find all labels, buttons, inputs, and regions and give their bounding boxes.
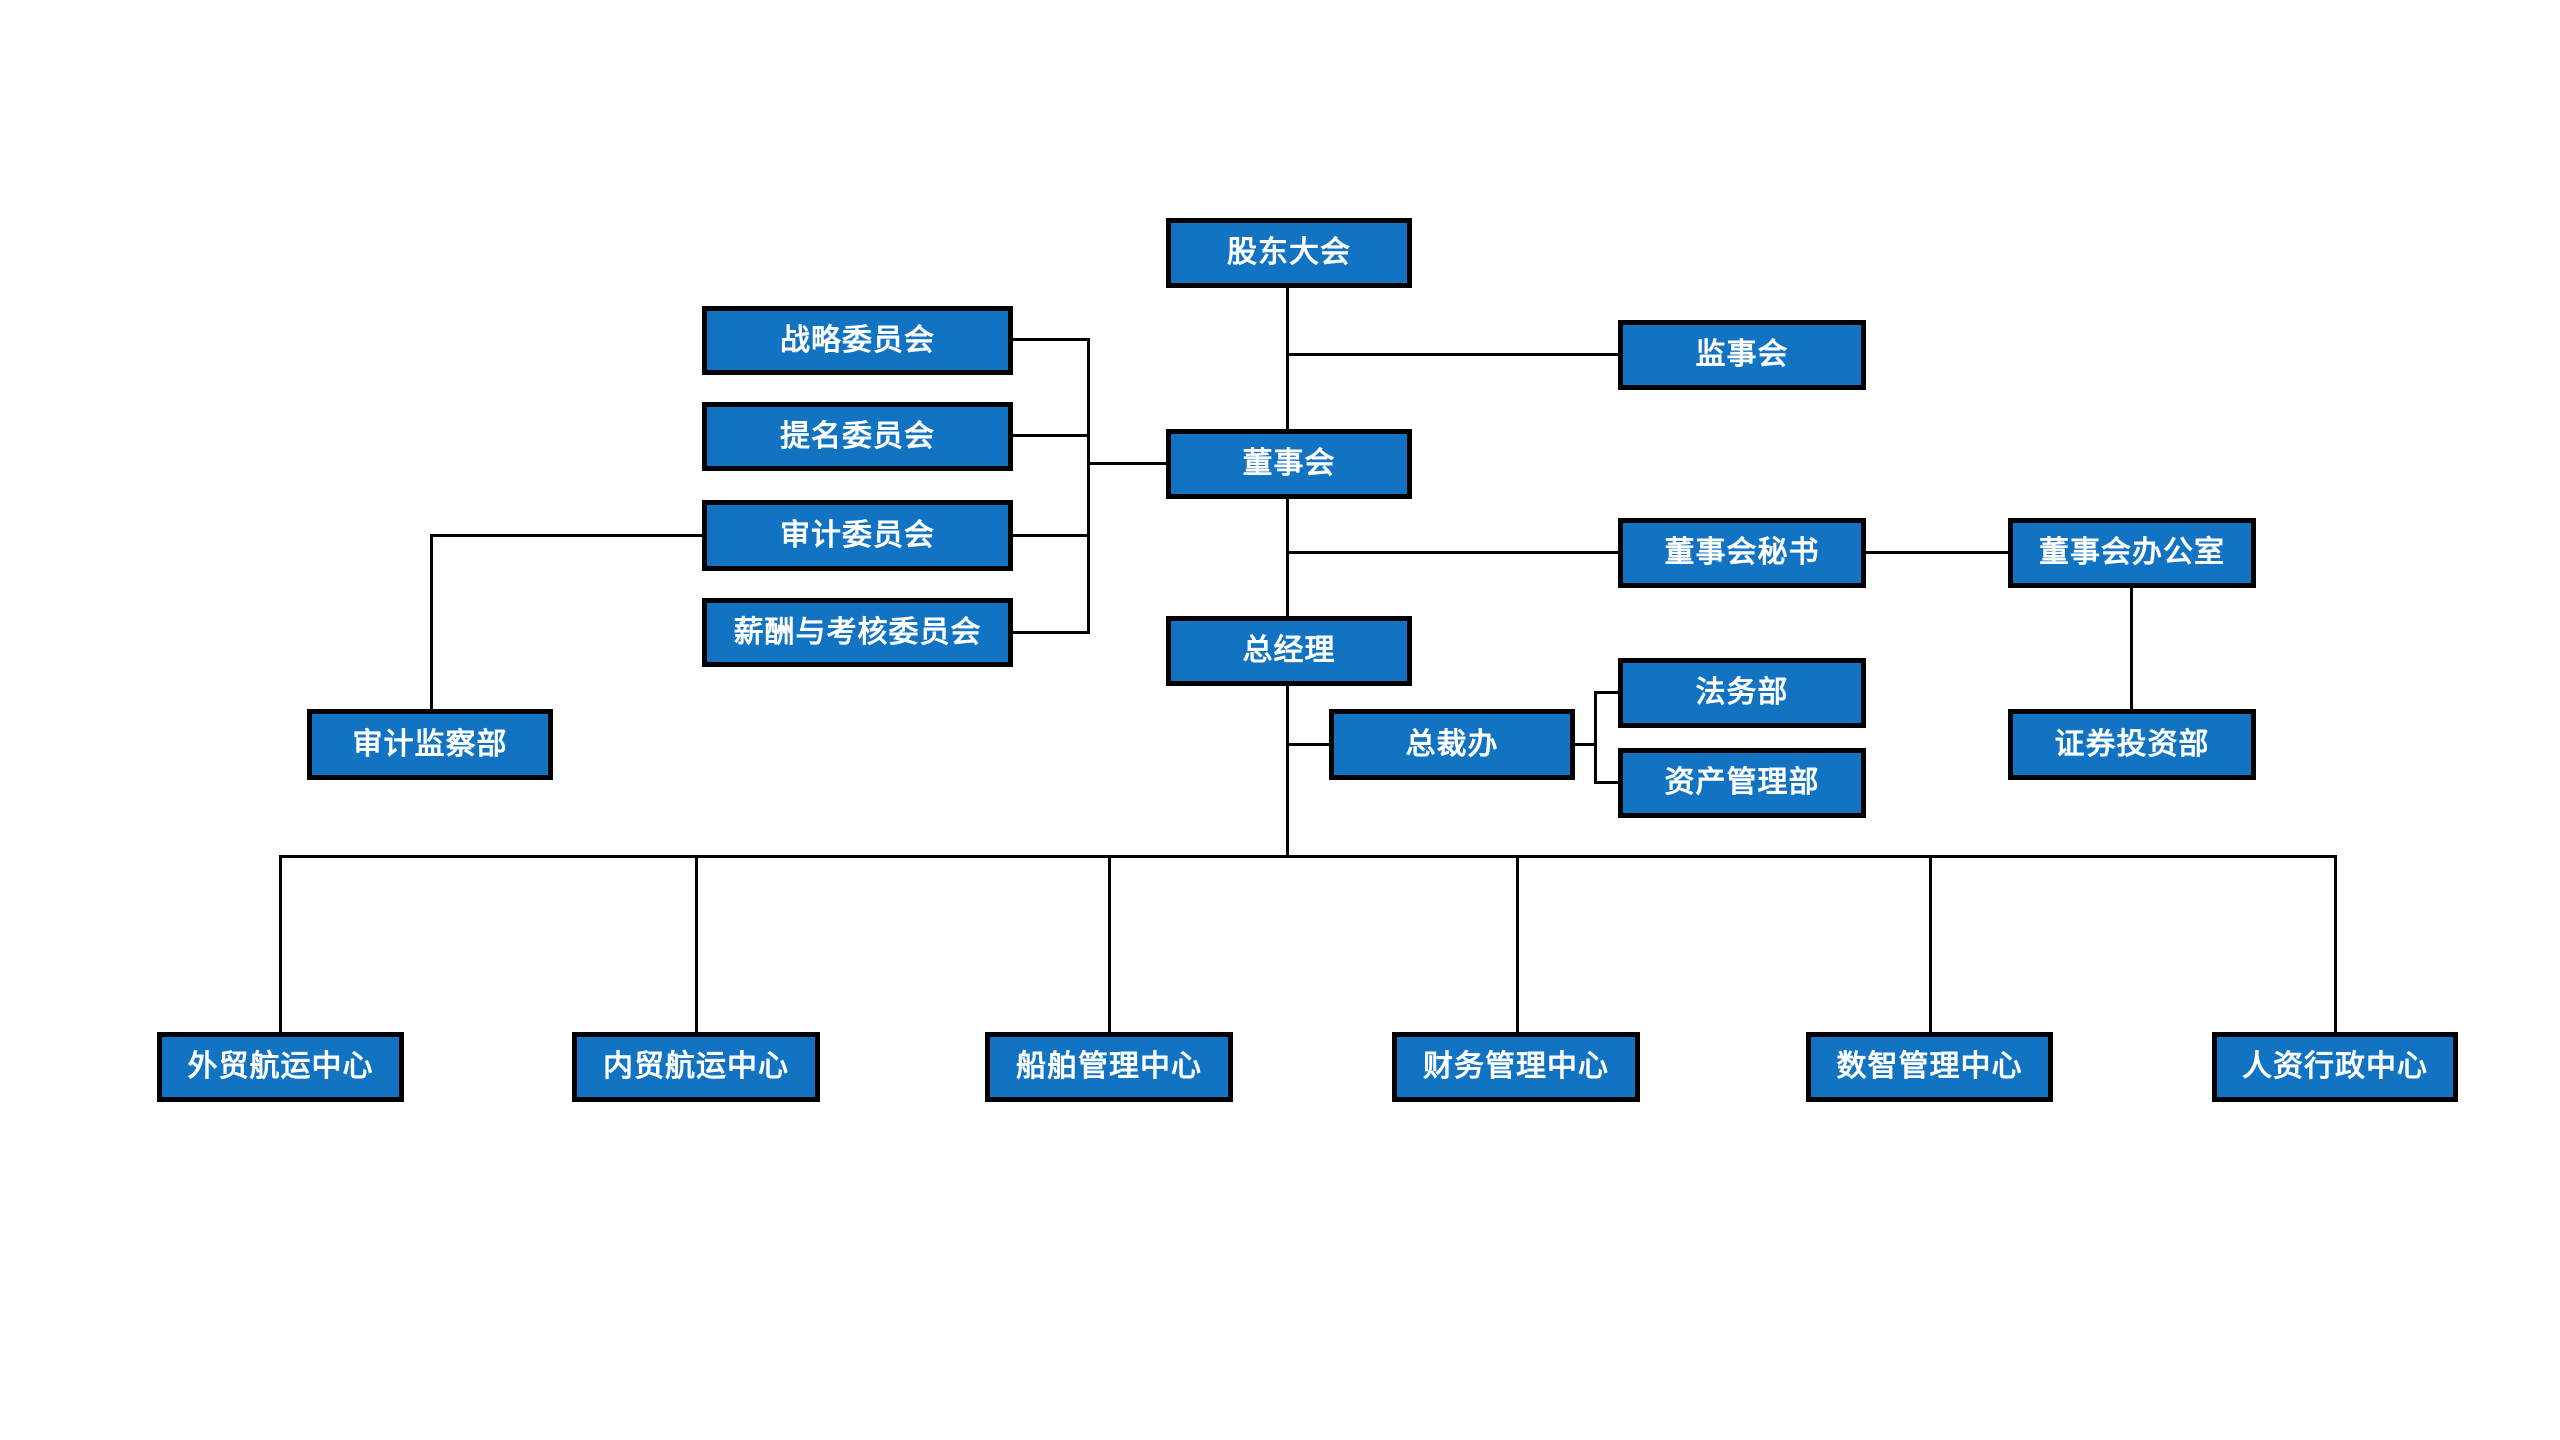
node-domestic-trade-label: 内贸航运中心	[603, 1050, 789, 1083]
node-legal-label: 法务部	[1695, 676, 1789, 709]
node-general-manager: 总经理	[1166, 616, 1412, 686]
connector-drop-digital	[1929, 855, 1932, 1034]
connector-gm-president-office	[1287, 743, 1331, 746]
node-board-secretary-label: 董事会秘书	[1664, 536, 1820, 569]
connector-president-bracket	[1573, 743, 1597, 746]
node-compensation-label: 薪酬与考核委员会	[733, 615, 982, 649]
node-nomination-label: 提名委员会	[780, 419, 935, 453]
connector-nomination	[1010, 434, 1090, 437]
connector-audit-committee	[1010, 534, 1090, 537]
connector-bracket-asset	[1594, 781, 1620, 784]
node-asset-management-label: 资产管理部	[1664, 766, 1820, 799]
node-strategy: 战略委员会	[702, 306, 1013, 375]
node-asset-management: 资产管理部	[1618, 748, 1866, 818]
node-audit-committee-label: 审计委员会	[780, 518, 935, 552]
node-securities: 证券投资部	[2008, 709, 2256, 780]
node-domestic-trade: 内贸航运中心	[572, 1032, 820, 1102]
connector-audit-left	[430, 534, 705, 537]
connector-drop-ship-management	[1108, 855, 1111, 1034]
node-foreign-trade-label: 外贸航运中心	[187, 1050, 374, 1083]
connector-board-gm	[1286, 497, 1289, 618]
node-audit-supervision-label: 审计监察部	[352, 727, 508, 761]
node-board-office-label: 董事会办公室	[2039, 536, 2225, 569]
node-legal: 法务部	[1618, 658, 1866, 728]
connector-board-secretary	[1287, 551, 1618, 554]
connector-shareholders-board	[1286, 285, 1289, 431]
connector-strategy	[1010, 338, 1090, 341]
connector-committees-board	[1087, 462, 1166, 465]
node-ship-management-label: 船舶管理中心	[1016, 1050, 1202, 1083]
node-board: 董事会	[1166, 429, 1412, 499]
node-foreign-trade: 外贸航运中心	[157, 1032, 404, 1102]
node-finance-label: 财务管理中心	[1423, 1050, 1609, 1083]
connector-drop-finance	[1516, 855, 1519, 1034]
node-digital: 数智管理中心	[1806, 1032, 2053, 1102]
connector-drop-foreign-trade	[279, 855, 282, 1034]
node-shareholders-label: 股东大会	[1227, 236, 1351, 269]
node-board-secretary: 董事会秘书	[1618, 518, 1866, 588]
node-hr-admin-label: 人资行政中心	[2242, 1050, 2428, 1083]
node-securities-label: 证券投资部	[2054, 727, 2210, 761]
node-board-label: 董事会	[1242, 447, 1336, 480]
node-president-office: 总裁办	[1329, 709, 1575, 780]
connector-supervisory	[1287, 353, 1618, 356]
node-general-manager-label: 总经理	[1242, 634, 1336, 667]
node-supervisory: 监事会	[1618, 320, 1866, 390]
connector-bracket-vertical	[1594, 691, 1597, 784]
node-finance: 财务管理中心	[1392, 1032, 1640, 1102]
node-strategy-label: 战略委员会	[780, 323, 935, 357]
connector-bus	[279, 855, 2337, 858]
connector-drop-hr-admin	[2334, 855, 2337, 1034]
connector-drop-domestic-trade	[695, 855, 698, 1034]
connector-committees-vertical	[1087, 338, 1090, 634]
node-digital-label: 数智管理中心	[1836, 1050, 2023, 1083]
node-president-office-label: 总裁办	[1405, 727, 1499, 761]
connector-gm-bus	[1286, 684, 1289, 857]
node-compensation: 薪酬与考核委员会	[702, 598, 1013, 667]
node-shareholders: 股东大会	[1166, 218, 1412, 288]
node-hr-admin: 人资行政中心	[2212, 1032, 2458, 1102]
node-audit-supervision: 审计监察部	[307, 709, 553, 780]
connector-compensation	[1010, 631, 1090, 634]
node-supervisory-label: 监事会	[1695, 338, 1789, 371]
connector-secretary-office	[1866, 551, 2008, 554]
node-audit-committee: 审计委员会	[702, 500, 1013, 571]
node-nomination: 提名委员会	[702, 402, 1013, 471]
connector-audit-supervision-drop	[430, 534, 433, 711]
connector-office-securities	[2130, 586, 2133, 711]
node-board-office: 董事会办公室	[2008, 518, 2256, 588]
node-ship-management: 船舶管理中心	[985, 1032, 1233, 1102]
connector-bracket-legal	[1594, 691, 1620, 694]
